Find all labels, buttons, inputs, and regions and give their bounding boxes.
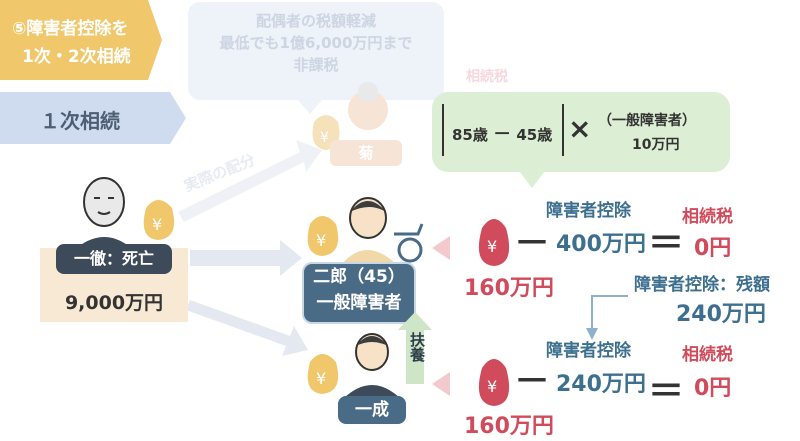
step-badge-line2: 1次・2次相続 (22, 47, 131, 67)
step-badge: ⑤障害者控除を 1次・2次相続 (0, 0, 162, 80)
jiro-name: 二郎（45） (313, 267, 405, 287)
yen-symbol-icon: ¥ (152, 215, 162, 234)
spouse-note-line1: 配偶者の税額軽減 (255, 12, 376, 30)
issei-figure-icon: ¥ (307, 333, 400, 398)
deceased-label: 一徹：死亡 (56, 244, 172, 274)
yen-symbol-icon: ¥ (320, 130, 329, 146)
row1-tax-label: 相続税 (682, 207, 733, 227)
deceased-figure-icon: ¥ (72, 177, 175, 252)
yen-symbol-icon: ¥ (487, 237, 497, 256)
row2-minus: － (514, 361, 551, 402)
row2-tax-label: 相続税 (682, 345, 733, 365)
yen-symbol-icon: ¥ (487, 377, 497, 396)
jiro-status: 一般障害者 (316, 293, 402, 313)
row2-tax-before: 160万円 (464, 414, 554, 439)
jiro-figure-icon: ¥ (307, 197, 424, 264)
money-bag-red-icon: ¥ (478, 219, 510, 266)
money-bag-red-icon: ¥ (478, 359, 510, 406)
row1-equals: ＝ (648, 223, 685, 264)
formula-times: × (568, 112, 592, 145)
formula-bubble: 85歳 － 45歳 × （一般障害者） 10万円 (432, 92, 730, 188)
issei-label: 一成 (338, 396, 406, 424)
formula-age-to: 45歳 (516, 126, 553, 144)
deceased-amount: 9,000万円 (64, 292, 164, 314)
row2-equals: ＝ (648, 371, 685, 412)
row2-tax-value: 0円 (694, 376, 732, 401)
step-badge-line1: ⑤障害者控除を (12, 19, 129, 39)
spouse-note-line3: 非課税 (293, 56, 339, 74)
remaining-value: 240万円 (676, 302, 766, 327)
spouse-note-bubble: 配偶者の税額軽減 最低でも1億6,000万円まで 非課税 (188, 2, 444, 114)
formula-ages: 85歳 － 45歳 (452, 120, 552, 146)
formula-general-line2: 10万円 (632, 137, 680, 153)
yen-symbol-icon: ¥ (316, 231, 326, 250)
formula-minus: － (493, 124, 512, 145)
row1-deduction-label: 障害者控除 (546, 201, 631, 221)
row1-tax-before: 160万円 (464, 276, 554, 301)
wife-label: 菊 (330, 140, 402, 166)
yen-symbol-icon: ¥ (316, 369, 326, 388)
spouse-note-line2: 最低でも1億6,000万円まで (219, 34, 413, 52)
support-label: 扶養 (408, 332, 426, 362)
row1-tax-value: 0円 (694, 236, 732, 261)
row2-deduction-label: 障害者控除 (546, 341, 631, 361)
support-arrow (398, 312, 432, 384)
faded-tax-label: 相続税 (466, 69, 508, 85)
inherit-badge-label: １次相続 (40, 109, 120, 133)
row2-deduction-value: 240万円 (556, 372, 646, 397)
formula-age-from: 85歳 (452, 126, 488, 144)
row1-minus: － (514, 223, 551, 264)
inherit-badge: １次相続 (0, 92, 186, 144)
row1-deduction-value: 400万円 (556, 232, 646, 257)
formula-general-line1: （一般障害者） (598, 113, 696, 129)
jiro-label: 二郎（45） 一般障害者 (302, 262, 416, 324)
remaining-label: 障害者控除：残額 (634, 275, 770, 295)
